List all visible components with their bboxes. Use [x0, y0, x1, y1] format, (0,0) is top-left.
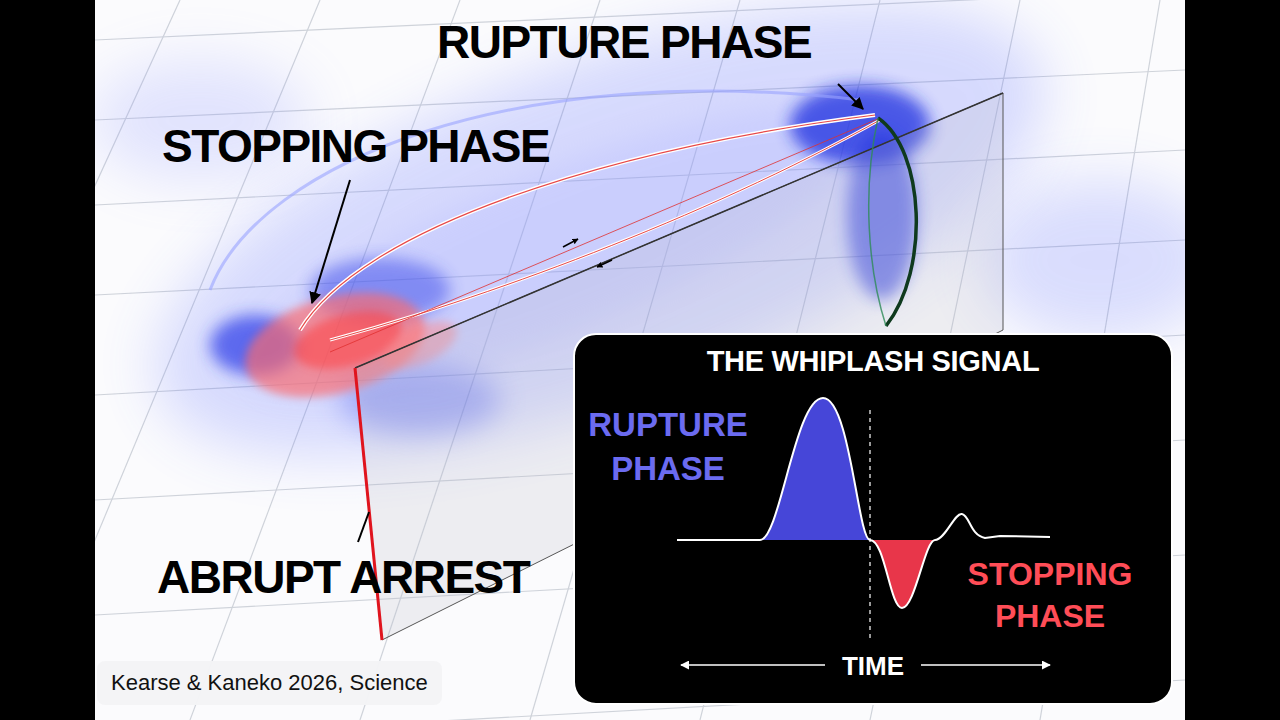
slip-arrow: [563, 239, 578, 247]
rupture-front: [878, 118, 916, 326]
panel-ground: [574, 334, 1172, 704]
phase-label: RUPTURE PHASE: [578, 403, 758, 491]
time-arrow: [921, 664, 1050, 666]
scene: [95, 0, 1185, 720]
leader-line: [358, 512, 369, 542]
panel-title: THE WHIPLASH SIGNAL: [573, 343, 1173, 379]
divider-line: [869, 410, 870, 640]
callout-label: STOPPING PHASE: [162, 123, 549, 169]
slip-arrow: [597, 260, 612, 267]
panel-outline: [573, 333, 1173, 705]
leader-line: [312, 180, 350, 303]
leader-line: [838, 84, 863, 109]
callout-label: RUPTURE PHASE: [437, 19, 811, 65]
phase-label: STOPPING PHASE: [955, 553, 1145, 637]
callout-label: ABRUPT ARREST: [157, 554, 529, 600]
rupture-front-inner: [869, 118, 886, 326]
citation-box: Kearse & Kaneko 2026, Science: [97, 661, 442, 705]
axis-label: TIME: [828, 651, 918, 681]
graphic-part: [980, 180, 1185, 340]
signal-panel: THE WHIPLASH SIGNAL RUPTURE PHASE STOPPING…: [573, 333, 1173, 705]
time-arrow: [681, 664, 825, 666]
citation-text: Kearse & Kaneko 2026, Science: [97, 661, 442, 705]
